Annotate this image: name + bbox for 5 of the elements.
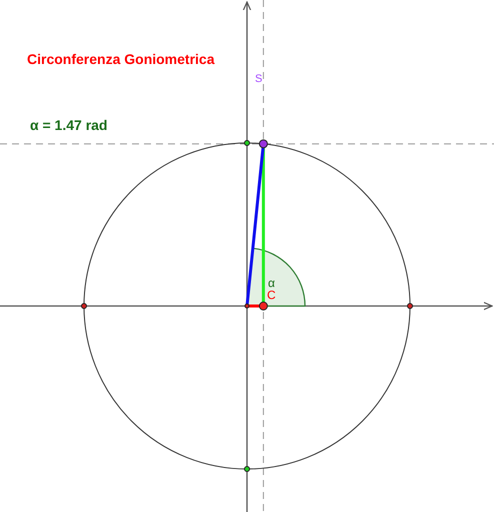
- angle-value: α = 1.47 rad: [30, 118, 108, 132]
- point-label: S: [255, 74, 262, 85]
- title: Circonferenza Goniometrica: [27, 52, 214, 66]
- point-label: C: [267, 289, 276, 301]
- angle-label: α: [268, 277, 275, 289]
